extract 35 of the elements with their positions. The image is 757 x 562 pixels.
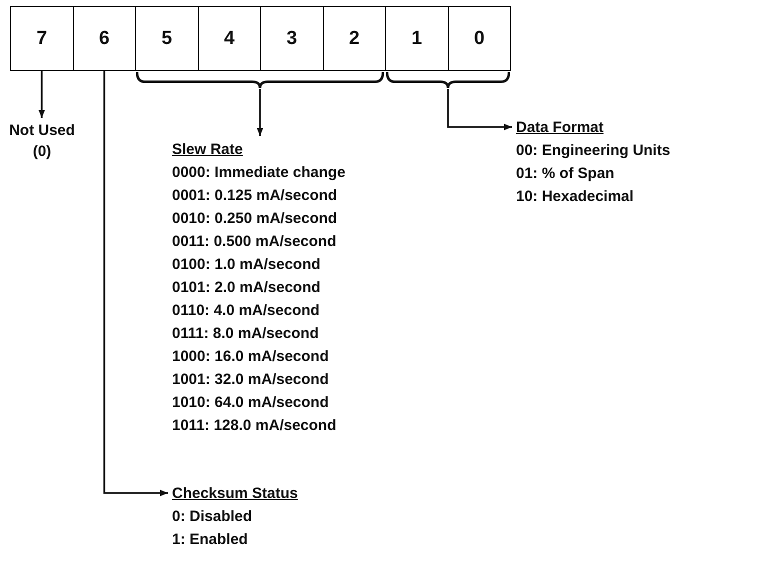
table-row-text: 10: Hexadecimal [516, 187, 634, 207]
bit-cell: 0 [448, 6, 511, 71]
arrow [38, 71, 45, 118]
bit-cell: 1 [385, 6, 448, 71]
bit-cell: 5 [135, 6, 198, 71]
table-row-text: 0110: 4.0 mA/second [172, 301, 320, 321]
brace [386, 71, 510, 89]
table-row-text: 0000: Immediate change [172, 163, 346, 183]
brace [136, 71, 384, 89]
heading: Data Format [516, 118, 604, 138]
heading: Slew Rate [172, 140, 243, 160]
table-row-text: 1000: 16.0 mA/second [172, 347, 329, 367]
arrow [103, 71, 168, 496]
table-row-text: 0011: 0.500 mA/second [172, 232, 336, 252]
table-row-text: 0111: 8.0 mA/second [172, 324, 319, 344]
table-row-text: 01: % of Span [516, 164, 614, 184]
table-row-text: 1010: 64.0 mA/second [172, 393, 329, 413]
table-row-text: 1011: 128.0 mA/second [172, 416, 336, 436]
heading: Checksum Status [172, 484, 298, 504]
bit-cell: 2 [322, 6, 386, 71]
arrow [256, 89, 264, 136]
table-row-text: 0101: 2.0 mA/second [172, 278, 320, 298]
bit-cell: 4 [198, 6, 261, 71]
table-row-text: 1: Enabled [172, 530, 248, 550]
arrow [447, 89, 512, 130]
table-row-text: 0100: 1.0 mA/second [172, 255, 320, 275]
annotation-text: Not Used (0) [2, 120, 82, 184]
table-row-text: 1001: 32.0 mA/second [172, 370, 329, 390]
table-row-text: 0: Disabled [172, 507, 252, 527]
table-row-text: 00: Engineering Units [516, 141, 670, 161]
table-row-text: 0001: 0.125 mA/second [172, 186, 338, 206]
bit-cell: 6 [72, 6, 136, 71]
bit-cell: 3 [260, 6, 324, 71]
table-row-text: 0010: 0.250 mA/second [172, 209, 338, 229]
bit-cell: 7 [10, 6, 74, 71]
